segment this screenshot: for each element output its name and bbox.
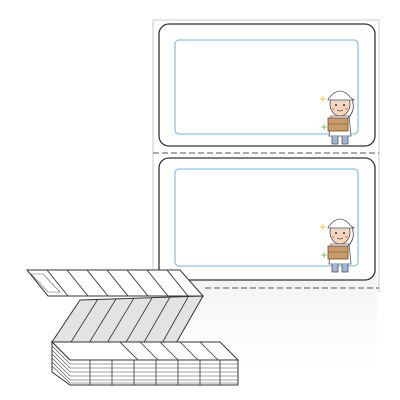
fanfold-middle-fold bbox=[51, 295, 204, 346]
label-2-inner-frame bbox=[174, 168, 359, 267]
label-sheet bbox=[152, 19, 380, 292]
label-1-inner-frame bbox=[174, 39, 359, 135]
fanfold-top-strip bbox=[25, 269, 205, 297]
label-2 bbox=[158, 157, 376, 281]
fanfold-bottom-top-layer bbox=[50, 341, 240, 361]
fanfold-stack-edges bbox=[51, 340, 239, 386]
label-2-outline bbox=[158, 157, 376, 281]
label-1-outline bbox=[158, 23, 376, 147]
label-1 bbox=[158, 23, 376, 147]
fanfold-continuous-form-stack-icon bbox=[25, 269, 240, 386]
